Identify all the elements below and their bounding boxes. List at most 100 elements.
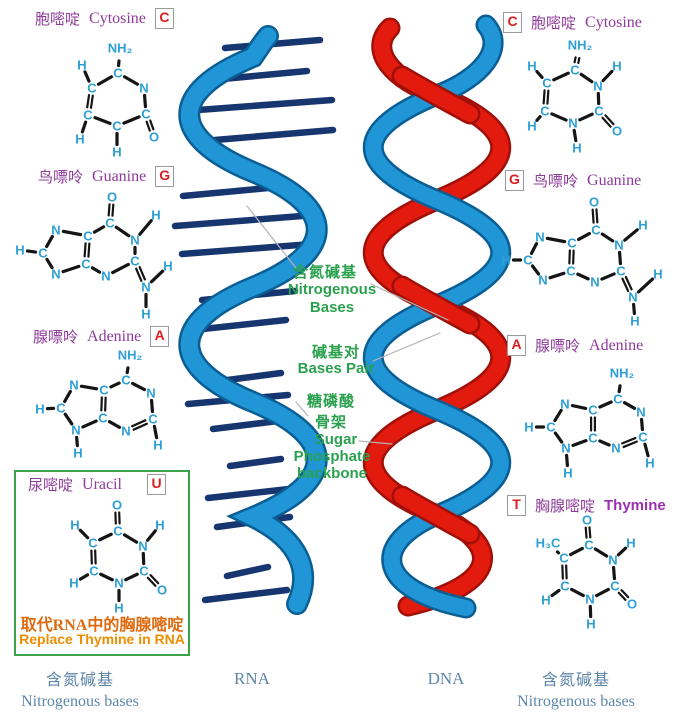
bottom-left-en: Nitrogenous bases <box>21 693 139 710</box>
right-guanine-en: Guanine <box>587 171 642 189</box>
backbone-label-en1: Sugar <box>314 431 358 448</box>
svg-text:H: H <box>638 218 647 233</box>
svg-text:H: H <box>163 259 172 274</box>
svg-text:C: C <box>113 524 123 539</box>
svg-text:N: N <box>101 269 110 284</box>
nitrogenous-bases-label-en1: Nitrogenous <box>287 281 377 298</box>
svg-text:C: C <box>139 564 149 579</box>
rna-helix <box>178 25 328 615</box>
svg-text:O: O <box>149 130 159 145</box>
svg-text:C: C <box>613 392 623 407</box>
svg-text:N: N <box>130 233 139 248</box>
svg-text:C: C <box>121 373 131 388</box>
svg-text:N: N <box>69 378 78 393</box>
base-letter-c: C <box>154 8 174 29</box>
svg-text:C: C <box>89 564 99 579</box>
svg-text:O: O <box>589 195 599 210</box>
svg-text:H: H <box>77 58 86 73</box>
svg-text:N: N <box>51 223 60 238</box>
uracil-en: Uracil <box>82 475 122 493</box>
svg-text:C: C <box>610 579 620 594</box>
svg-text:C: C <box>81 257 91 272</box>
left-adenine-zh: 腺嘌呤 <box>33 330 79 346</box>
svg-text:C: C <box>523 253 533 268</box>
svg-text:H: H <box>114 601 123 616</box>
uracil-highlight-box <box>14 470 190 656</box>
svg-text:C: C <box>616 264 626 279</box>
svg-text:C: C <box>148 412 158 427</box>
svg-text:H: H <box>653 267 662 282</box>
svg-text:C: C <box>591 223 601 238</box>
backbone-label-en2: Phosphate <box>293 448 371 465</box>
svg-text:C: C <box>88 536 98 551</box>
svg-text:C: C <box>56 401 66 416</box>
svg-text:H: H <box>75 132 84 147</box>
svg-text:N: N <box>538 273 547 288</box>
svg-text:O: O <box>582 513 592 528</box>
svg-text:N: N <box>608 553 617 568</box>
svg-text:H: H <box>153 438 162 453</box>
rna-label: RNA <box>234 669 270 688</box>
right-cytosine-zh: 胞嘧啶 <box>531 16 577 32</box>
svg-text:N: N <box>121 424 130 439</box>
svg-text:C: C <box>130 254 140 269</box>
svg-text:C: C <box>105 216 115 231</box>
left-guanine-en: Guanine <box>92 167 147 185</box>
svg-text:H: H <box>35 402 44 417</box>
svg-text:N: N <box>590 275 599 290</box>
bottom-right-nitrogenous-bases: 含氮碱基 Nitrogenous bases <box>517 666 635 711</box>
svg-text:C: C <box>38 246 48 261</box>
right-cytosine-en: Cytosine <box>585 13 642 31</box>
svg-text:O: O <box>112 498 122 513</box>
svg-text:NH₂: NH₂ <box>118 348 143 363</box>
svg-text:H: H <box>572 141 581 156</box>
svg-text:N: N <box>593 79 602 94</box>
bases-pair-label-zh: 碱基对 <box>311 345 361 361</box>
svg-text:C: C <box>566 264 576 279</box>
bottom-left-nitrogenous-bases: 含氮碱基 Nitrogenous bases <box>21 666 139 711</box>
svg-text:H: H <box>612 59 621 74</box>
svg-text:C: C <box>560 579 570 594</box>
svg-text:C: C <box>83 108 93 123</box>
right-guanine-zh: 鸟嘌呤 <box>533 174 579 190</box>
svg-text:N: N <box>568 116 577 131</box>
uracil-title: 尿嘧啶 Uracil U <box>28 474 166 495</box>
right-adenine-zh: 腺嘌呤 <box>535 339 581 355</box>
svg-text:N: N <box>139 81 148 96</box>
svg-text:H: H <box>586 617 595 632</box>
svg-text:H: H <box>155 518 164 533</box>
backbone-label-en3: backbone <box>296 465 368 482</box>
svg-text:N: N <box>614 238 623 253</box>
svg-text:C: C <box>83 229 93 244</box>
base-letter-c-right: C <box>503 12 522 33</box>
dna-label: DNA <box>427 669 465 688</box>
nitrogenous-bases-label-en2: Bases <box>309 299 355 316</box>
svg-text:H: H <box>524 420 533 435</box>
svg-text:N: N <box>114 576 123 591</box>
svg-text:H: H <box>70 518 79 533</box>
svg-text:N: N <box>636 405 645 420</box>
svg-text:H: H <box>626 536 635 551</box>
svg-text:NH₂: NH₂ <box>610 366 635 381</box>
bottom-right-en: Nitrogenous bases <box>517 693 635 710</box>
right-thymine-title: T 胸腺嘧啶 Thymine <box>507 495 666 516</box>
svg-text:H: H <box>645 456 654 471</box>
base-letter-g: G <box>155 166 175 187</box>
right-guanine-title: G 鸟嘌呤 Guanine <box>505 170 641 191</box>
svg-text:C: C <box>559 551 569 566</box>
svg-text:H: H <box>15 243 24 258</box>
svg-text:O: O <box>627 597 637 612</box>
svg-text:N: N <box>71 423 80 438</box>
left-adenine-en: Adenine <box>87 327 142 345</box>
base-letter-u: U <box>147 474 166 495</box>
svg-text:C: C <box>567 236 577 251</box>
uracil-note-en: Replace Thymine in RNA <box>19 631 185 647</box>
svg-text:H: H <box>563 466 572 481</box>
left-cytosine-zh: 胞嘧啶 <box>35 12 81 28</box>
right-cytosine-title: C 胞嘧啶 Cytosine <box>503 12 642 33</box>
svg-text:N: N <box>585 592 594 607</box>
